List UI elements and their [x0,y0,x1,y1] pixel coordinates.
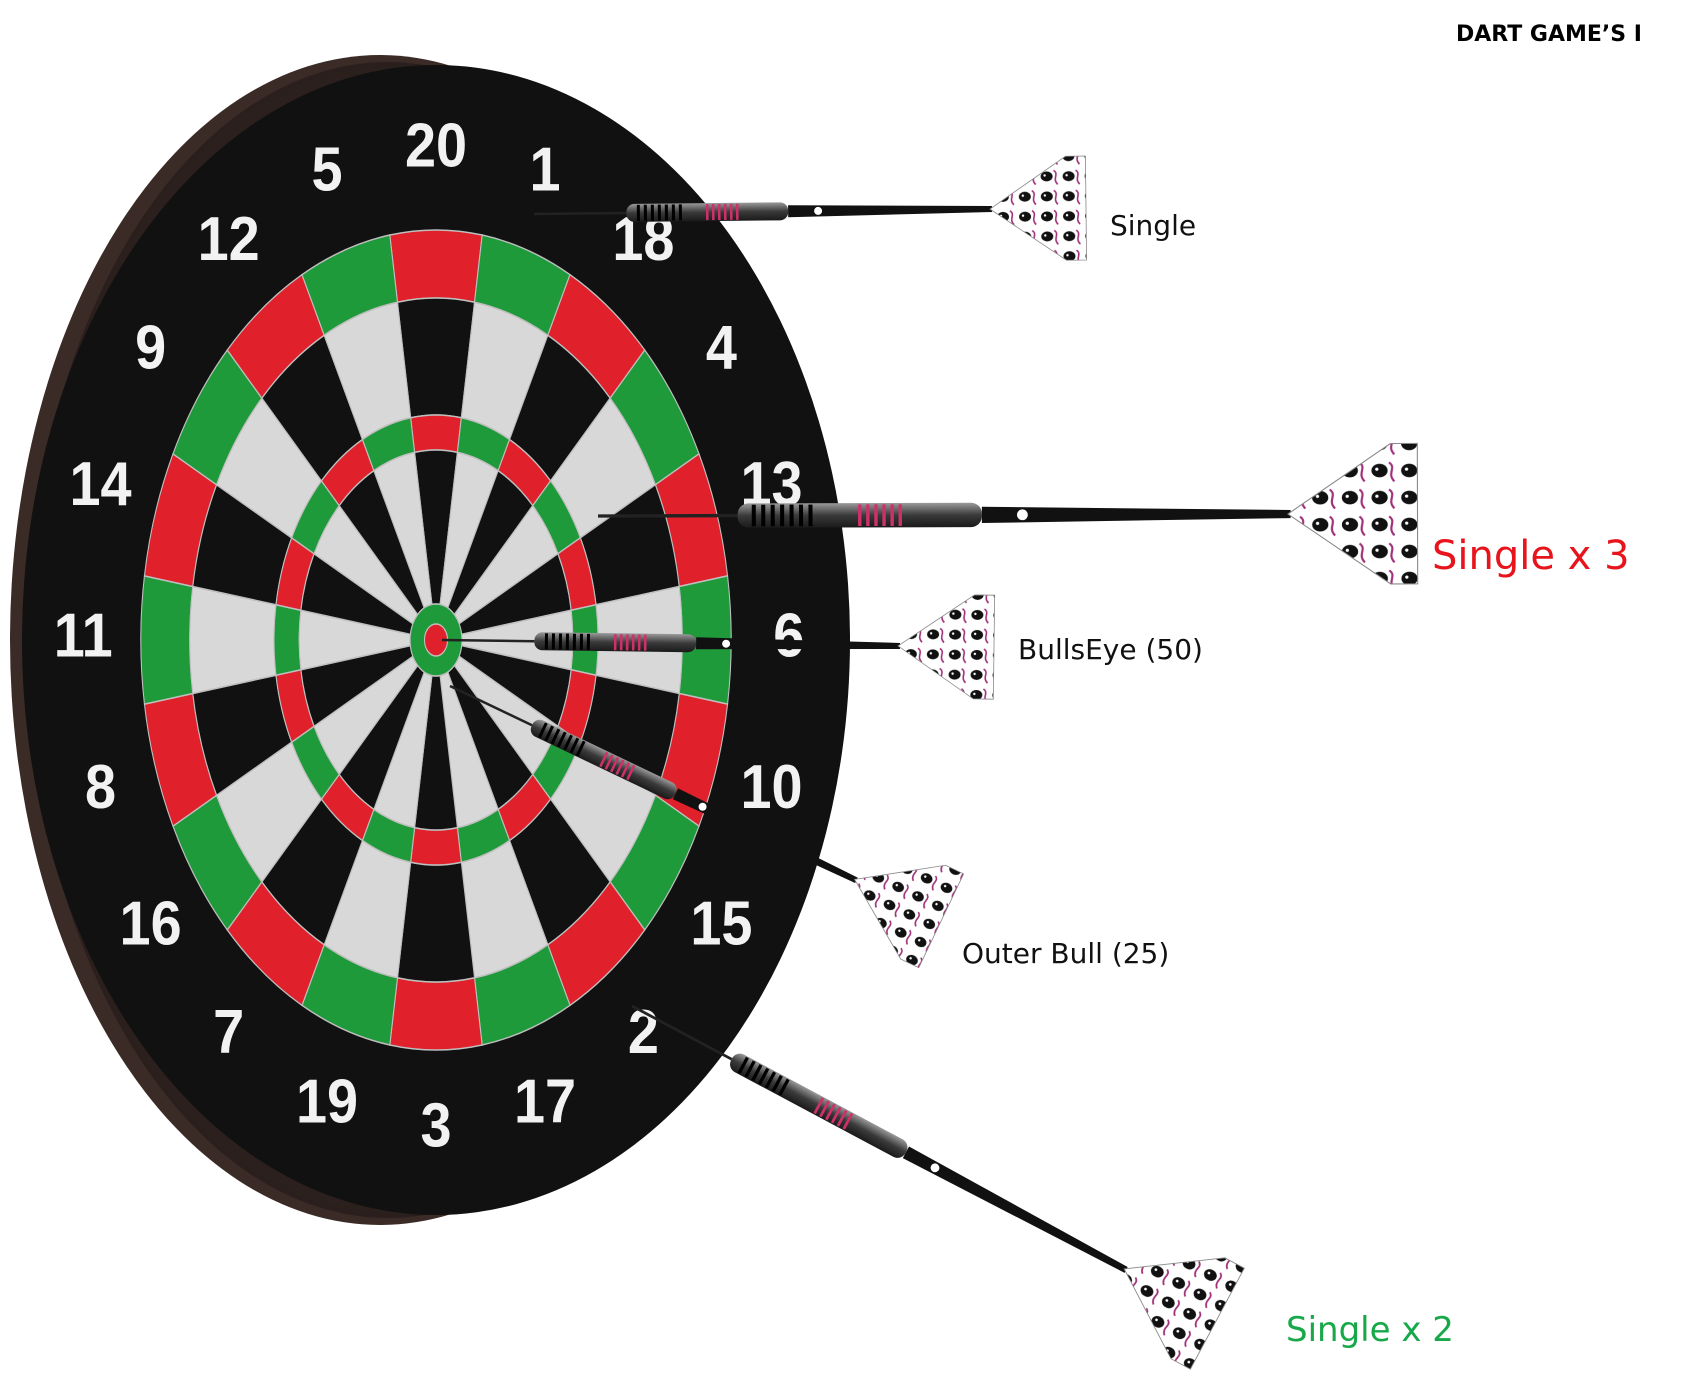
board-number: 10 [741,753,803,821]
triple-segment [274,605,301,675]
label-outer-bull: Outer Bull (25) [962,940,1169,968]
board-number: 17 [514,1068,576,1136]
triple-segment [411,828,462,865]
double-segment [141,576,193,704]
double-segment [390,230,482,302]
board-number: 5 [311,136,342,204]
board-number: 1 [530,136,561,204]
label-bullseye: BullsEye (50) [1018,636,1203,664]
board-number: 6 [773,602,804,670]
board-number: 15 [690,890,752,958]
page-title: DART GAME’S I [1456,22,1642,47]
board-number: 11 [54,602,113,670]
triple-segment [411,415,462,452]
board-number: 16 [120,890,182,958]
board-number: 8 [85,753,116,821]
board-number: 12 [198,205,260,273]
label-single: Single [1110,212,1196,240]
double-segment [390,978,482,1050]
board-number: 2 [628,998,659,1066]
board-number: 4 [706,314,737,382]
board-number: 19 [296,1068,358,1136]
board-number: 9 [135,314,166,382]
board-number: 3 [420,1092,451,1160]
board-number: 20 [405,112,467,180]
board-number: 7 [213,998,244,1066]
board-number: 14 [69,450,131,518]
label-single-x2: Single x 2 [1286,1313,1454,1347]
label-single-x3: Single x 3 [1432,536,1630,576]
